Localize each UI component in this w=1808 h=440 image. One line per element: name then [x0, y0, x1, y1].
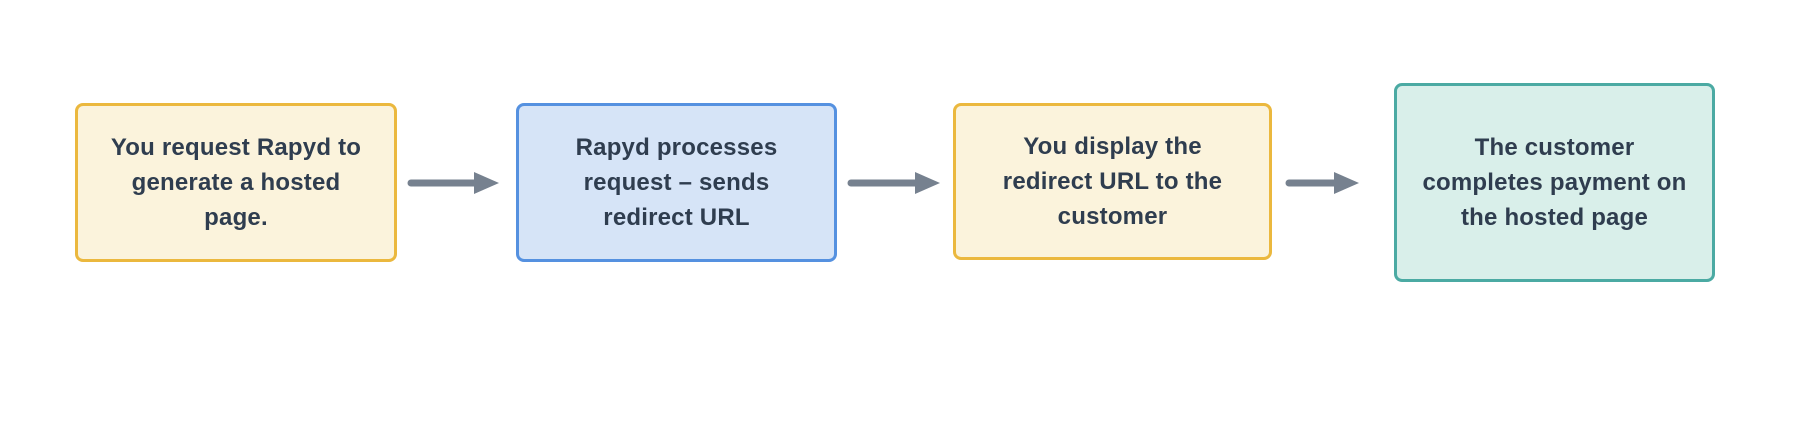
step-label: You display the redirect URL to the cust… [1002, 133, 1223, 230]
arrow-head [1334, 172, 1359, 194]
flow-arrow-icon [847, 172, 940, 194]
flow-arrow-icon [407, 172, 499, 194]
flow-arrow-icon [1285, 172, 1359, 194]
step-box-display-redirect-url: You display the redirect URL to the cust… [953, 103, 1272, 260]
step-label: Rapyd processes request – sends redirect… [575, 134, 778, 231]
step-box-request-hosted-page: You request Rapyd to generate a hosted p… [75, 103, 397, 262]
arrow-head [915, 172, 940, 194]
step-box-rapyd-processes-request: Rapyd processes request – sends redirect… [516, 103, 837, 262]
arrow-head [474, 172, 499, 194]
step-label: The customer completes payment on the ho… [1422, 134, 1687, 231]
step-label: You request Rapyd to generate a hosted p… [110, 134, 362, 231]
step-box-customer-completes-payment: The customer completes payment on the ho… [1394, 83, 1715, 282]
